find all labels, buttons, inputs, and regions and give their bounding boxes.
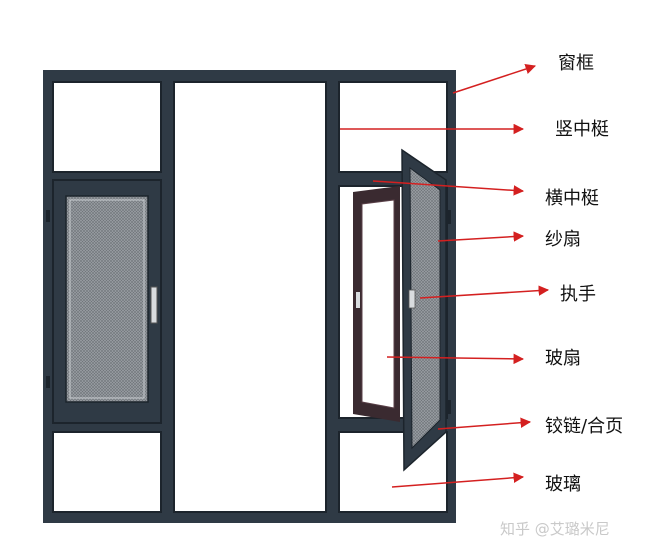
label-screen-sash: 纱扇 [545, 229, 581, 250]
label-horizontal-mullion: 横中梃 [545, 188, 599, 209]
screen-sash-handle [408, 289, 416, 309]
top-left-glass [52, 81, 162, 173]
label-hinge: 铰链/合页 [545, 416, 624, 437]
screen-sash [401, 148, 451, 472]
watermark: 知乎 @艾璐米尼 [500, 520, 610, 538]
bottom-left-glass [52, 431, 162, 513]
arrow-horizontal-mullion [372, 180, 525, 196]
glass-sash [353, 186, 400, 422]
arrow-screen-sash [437, 231, 525, 242]
arrow-hinge [437, 417, 532, 430]
left-sash [46, 179, 162, 424]
glass-sash-handle [356, 292, 360, 308]
top-right-glass [338, 81, 448, 173]
left-handle [150, 286, 158, 324]
label-handle: 执手 [560, 284, 596, 305]
label-glass-sash: 玻扇 [545, 348, 581, 369]
arrow-glass [391, 472, 525, 488]
label-glass: 玻璃 [545, 474, 581, 495]
center-glass [173, 81, 327, 513]
arrow-window-frame [452, 63, 536, 94]
annotation-arrows [340, 63, 550, 488]
label-window-frame: 窗框 [558, 53, 594, 74]
arrow-glass-sash [386, 353, 525, 365]
left-screen-mesh [65, 195, 149, 403]
arrow-handle [419, 285, 550, 299]
label-vertical-mullion: 竖中梃 [555, 119, 609, 140]
